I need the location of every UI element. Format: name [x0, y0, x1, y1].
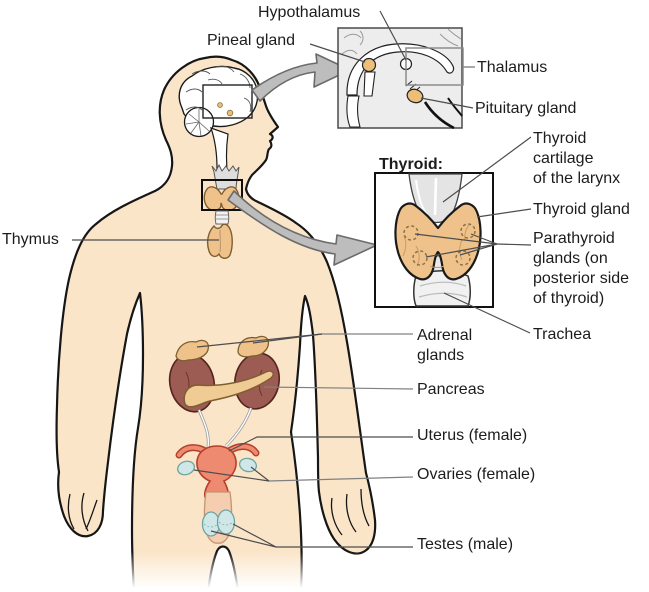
label-testes: Testes (male) [417, 536, 514, 553]
cerebellum-striations [185, 109, 210, 137]
label-pineal-gland: Pineal gland [207, 32, 296, 49]
trachea-rings [418, 281, 468, 298]
neck-organs [201, 163, 243, 259]
uterus-line [228, 436, 413, 452]
brain-inset [337, 27, 463, 130]
label-thalamus: Thalamus [477, 59, 548, 76]
pituitary-dot [226, 109, 234, 117]
thyroid-inset [374, 172, 494, 308]
pineal-dot [217, 102, 223, 108]
leader-lines [72, 10, 532, 548]
brain-region-box [202, 84, 253, 119]
hypothalamus-line [379, 10, 407, 61]
penis-testes [201, 491, 236, 544]
label-thymus: Thymus [2, 231, 59, 248]
label-ovaries: Ovaries (female) [417, 466, 536, 483]
brain [178, 65, 259, 181]
corpus-callosum [346, 43, 455, 96]
parathyroid-glands-inset [403, 223, 476, 266]
right-testis [216, 509, 236, 535]
label-adrenal-glands: Adrenal glands [417, 327, 473, 364]
thyroid-texture [402, 223, 471, 268]
label-uterus: Uterus (female) [417, 427, 528, 444]
thyroid-region-box [201, 179, 243, 211]
trachea-line [443, 292, 531, 334]
label-pancreas: Pancreas [417, 381, 485, 398]
adrenal-lines [196, 333, 413, 348]
label-trachea: Trachea [533, 326, 592, 343]
uterus-ovaries [175, 443, 260, 498]
left-adrenal-gland [175, 339, 210, 362]
human-body [55, 55, 377, 592]
label-thyroid-cartilage: Thyroid cartilage of the larynx [533, 130, 621, 187]
pineal-line [309, 43, 366, 63]
label-thyroid-gland: Thyroid gland [533, 201, 630, 218]
brain-inset-sulci [341, 28, 462, 55]
brain-gyri [185, 65, 252, 113]
brainstem-curves-inset [423, 97, 463, 130]
bottom-fade [0, 552, 649, 592]
hand-finger-lines [67, 488, 370, 536]
pineal-gland-inset [361, 57, 377, 73]
label-parathyroid: Parathyroid glands (on posterior side of… [533, 230, 630, 307]
pons-column [346, 95, 361, 128]
ureters [197, 407, 253, 449]
thyroid-inset-title: Thyroid: [379, 156, 443, 173]
body-silhouette [55, 55, 377, 592]
thyroid-gland-neck [203, 186, 240, 212]
label-hypothalamus: Hypothalamus [258, 4, 361, 21]
pituitary-line [420, 97, 474, 109]
left-ovary [177, 460, 195, 476]
arrow-to-thyroid-inset [227, 190, 378, 266]
testes-lines [210, 523, 413, 548]
larynx-cartilage [211, 163, 240, 190]
ovaries-lines [193, 466, 414, 482]
midbrain-column [363, 71, 376, 97]
thyroid-gland-inset [394, 202, 482, 281]
pancreas-line [263, 386, 414, 390]
parathyroid-fan-lines [414, 233, 532, 258]
thyroid-gland-line [476, 208, 532, 218]
kidneys-adrenals-pancreas [168, 335, 281, 449]
trachea-neck [214, 210, 230, 225]
pancreas-organ [183, 370, 274, 408]
arrow-to-brain-inset [251, 53, 351, 102]
thyroid-cartilage-line [442, 136, 532, 203]
trachea-neck-rings [216, 214, 228, 220]
testes-texture [203, 521, 234, 528]
label-pituitary-gland: Pituitary gland [475, 100, 577, 117]
